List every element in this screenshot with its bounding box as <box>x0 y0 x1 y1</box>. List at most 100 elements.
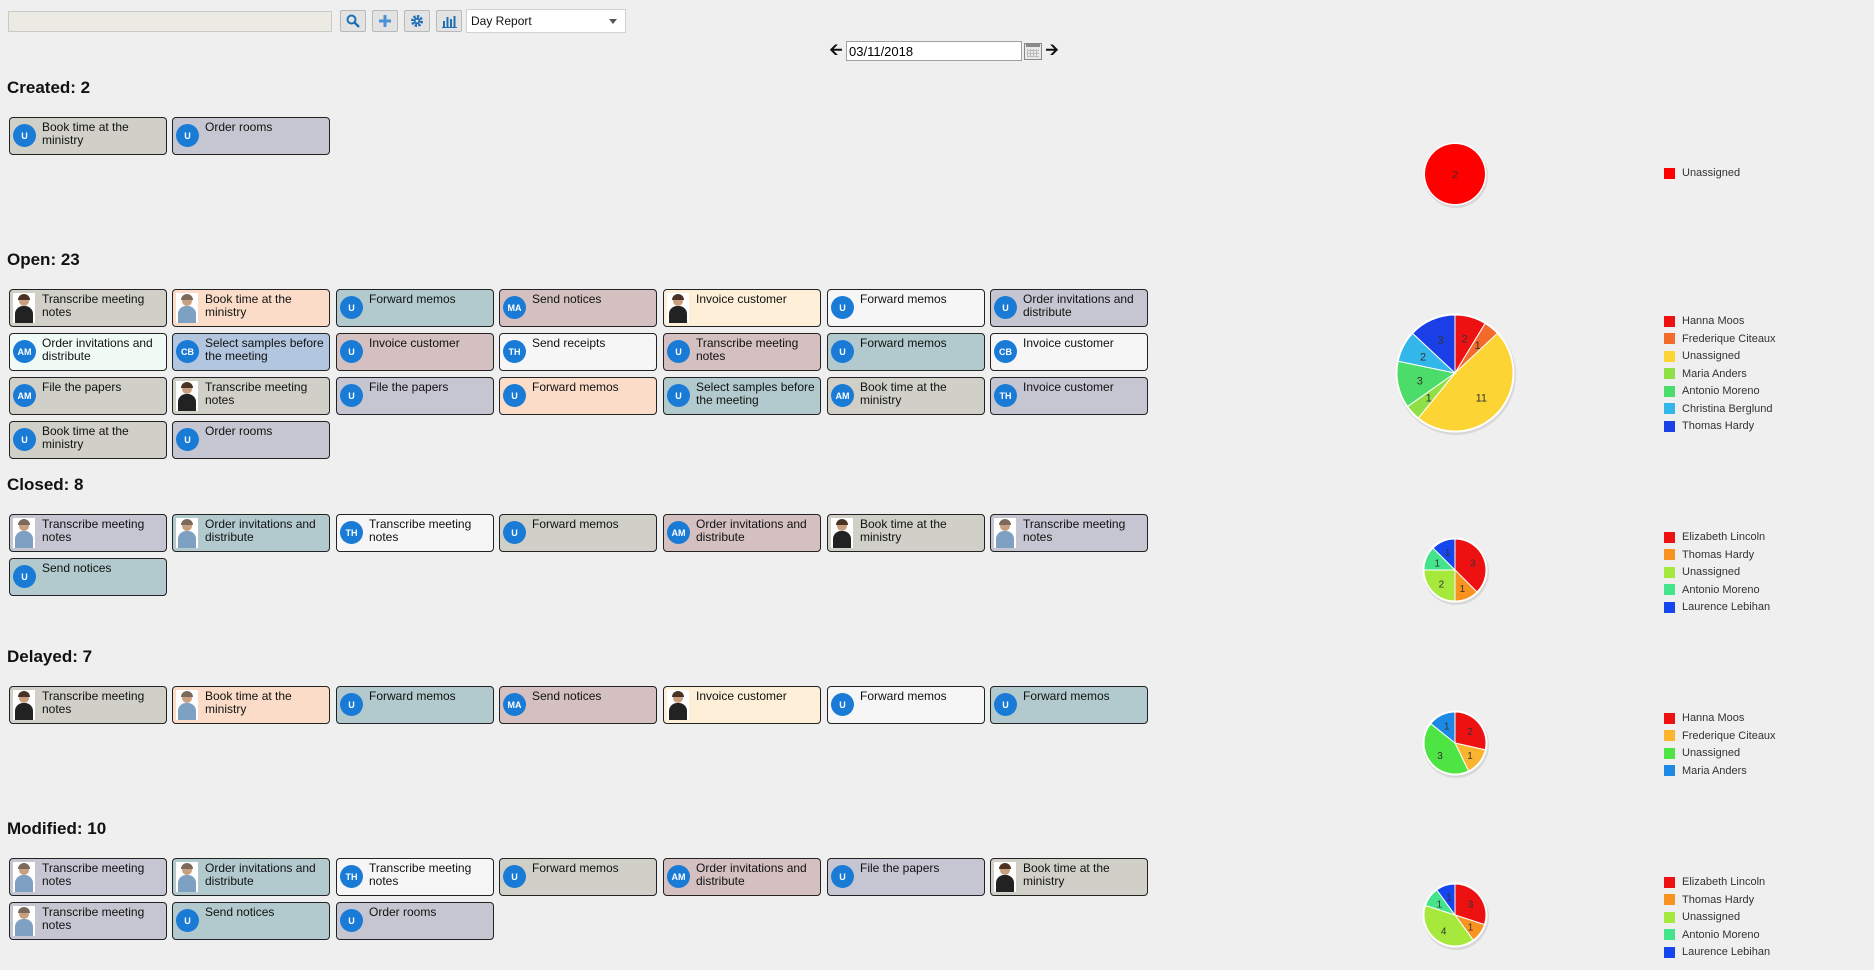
add-button[interactable] <box>372 10 398 32</box>
legend-item[interactable]: Thomas Hardy <box>1664 547 1754 563</box>
pie-slice[interactable] <box>1432 538 1456 572</box>
legend-item[interactable]: Unassigned <box>1664 348 1740 364</box>
pie-slice[interactable] <box>1425 144 1485 204</box>
task-card[interactable]: Transcribe meeting notes <box>9 902 167 940</box>
legend-item[interactable]: Unassigned <box>1664 909 1740 925</box>
date-field[interactable] <box>846 41 1022 61</box>
pie-slice-value: 3 <box>1417 375 1423 387</box>
legend-item[interactable]: Antonio Moreno <box>1664 927 1760 943</box>
legend-item[interactable]: Hanna Moos <box>1664 313 1744 329</box>
task-card[interactable]: Transcribe meeting notes <box>9 858 167 896</box>
pie-slice[interactable] <box>1430 711 1456 745</box>
task-card[interactable]: Book time at the ministry <box>827 514 985 552</box>
legend-item[interactable]: Maria Anders <box>1664 366 1747 382</box>
legend-label: Unassigned <box>1682 911 1741 923</box>
legend-item[interactable]: Laurence Lebihan <box>1664 944 1770 960</box>
task-card[interactable]: Transcribe meeting notes <box>990 514 1148 552</box>
pie-slice[interactable] <box>1411 314 1456 375</box>
task-card[interactable]: Transcribe meeting notes <box>9 289 167 327</box>
legend-item[interactable]: Unassigned <box>1664 564 1740 580</box>
pie-slice[interactable] <box>1436 883 1456 917</box>
search-button[interactable] <box>340 10 366 32</box>
task-card[interactable]: Transcribe meeting notes <box>9 686 167 724</box>
pie-slice[interactable] <box>1454 883 1487 926</box>
legend-item[interactable]: Christina Berglund <box>1664 401 1773 417</box>
chart-button[interactable] <box>436 10 462 32</box>
legend-item[interactable]: Hanna Moos <box>1664 710 1744 726</box>
legend-item[interactable]: Antonio Moreno <box>1664 582 1760 598</box>
search-input[interactable] <box>8 10 332 32</box>
task-card[interactable]: Order invitations and distribute <box>172 858 330 896</box>
legend-item[interactable]: Thomas Hardy <box>1664 418 1754 434</box>
legend-item[interactable]: Laurence Lebihan <box>1664 599 1770 615</box>
legend-item[interactable]: Elizabeth Lincoln <box>1664 874 1765 890</box>
task-card[interactable]: Book time at the ministry <box>990 858 1148 896</box>
task-card[interactable]: Order invitations and distribute <box>172 514 330 552</box>
legend-item[interactable]: Unassigned <box>1664 745 1740 761</box>
legend-swatch <box>1664 929 1675 940</box>
legend-item[interactable]: Elizabeth Lincoln <box>1664 529 1765 545</box>
legend-item[interactable]: Maria Anders <box>1664 763 1747 779</box>
legend-item[interactable]: Frederique Citeaux <box>1664 728 1776 744</box>
task-label: Select samples before the meeting <box>696 380 815 407</box>
previous-day-arrow-icon[interactable]: 🡨 <box>829 42 843 59</box>
task-card[interactable]: Book time at the ministry <box>172 686 330 724</box>
legend-item[interactable]: Antonio Moreno <box>1664 383 1760 399</box>
task-card[interactable]: Invoice customer <box>663 289 821 327</box>
legend-item[interactable]: Unassigned <box>1664 165 1740 181</box>
user-photo <box>667 690 689 720</box>
pie-slice[interactable] <box>1423 569 1456 602</box>
task-card[interactable]: Transcribe meeting notes <box>172 377 330 415</box>
pie-slice[interactable] <box>1454 711 1487 751</box>
report-type-select[interactable]: Day Report <box>466 9 626 33</box>
task-card[interactable]: Invoice customer <box>663 686 821 724</box>
legend-item[interactable]: Thomas Hardy <box>1664 892 1754 908</box>
pie-slice[interactable] <box>1454 538 1487 593</box>
task-card[interactable]: Transcribe meeting notes <box>9 514 167 552</box>
settings-button[interactable] <box>404 10 430 32</box>
next-day-arrow-icon[interactable]: 🡪 <box>1045 42 1059 59</box>
pie-slice[interactable] <box>1423 904 1474 947</box>
legend-item[interactable]: Frederique Citeaux <box>1664 331 1776 347</box>
task-card[interactable]: Book time at the ministry <box>172 289 330 327</box>
calendar-icon[interactable] <box>1024 42 1042 60</box>
pie-slice[interactable] <box>1423 722 1470 775</box>
task-label: Order invitations and distribute <box>42 336 153 363</box>
pie-slice[interactable] <box>1417 332 1514 432</box>
